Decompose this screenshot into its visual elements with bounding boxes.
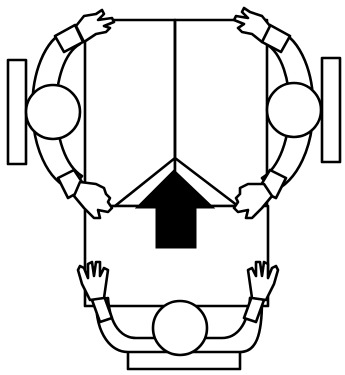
person-right-head [267, 83, 321, 137]
person-left-head [26, 85, 80, 139]
person-bottom-head [153, 301, 207, 355]
person-bottom-hand-left [78, 262, 108, 300]
chair-right [322, 58, 340, 162]
chair-left [8, 60, 26, 164]
table-left [85, 20, 175, 206]
table-right [175, 20, 267, 206]
tables [85, 20, 268, 306]
person-bottom-hand-right [248, 262, 278, 300]
